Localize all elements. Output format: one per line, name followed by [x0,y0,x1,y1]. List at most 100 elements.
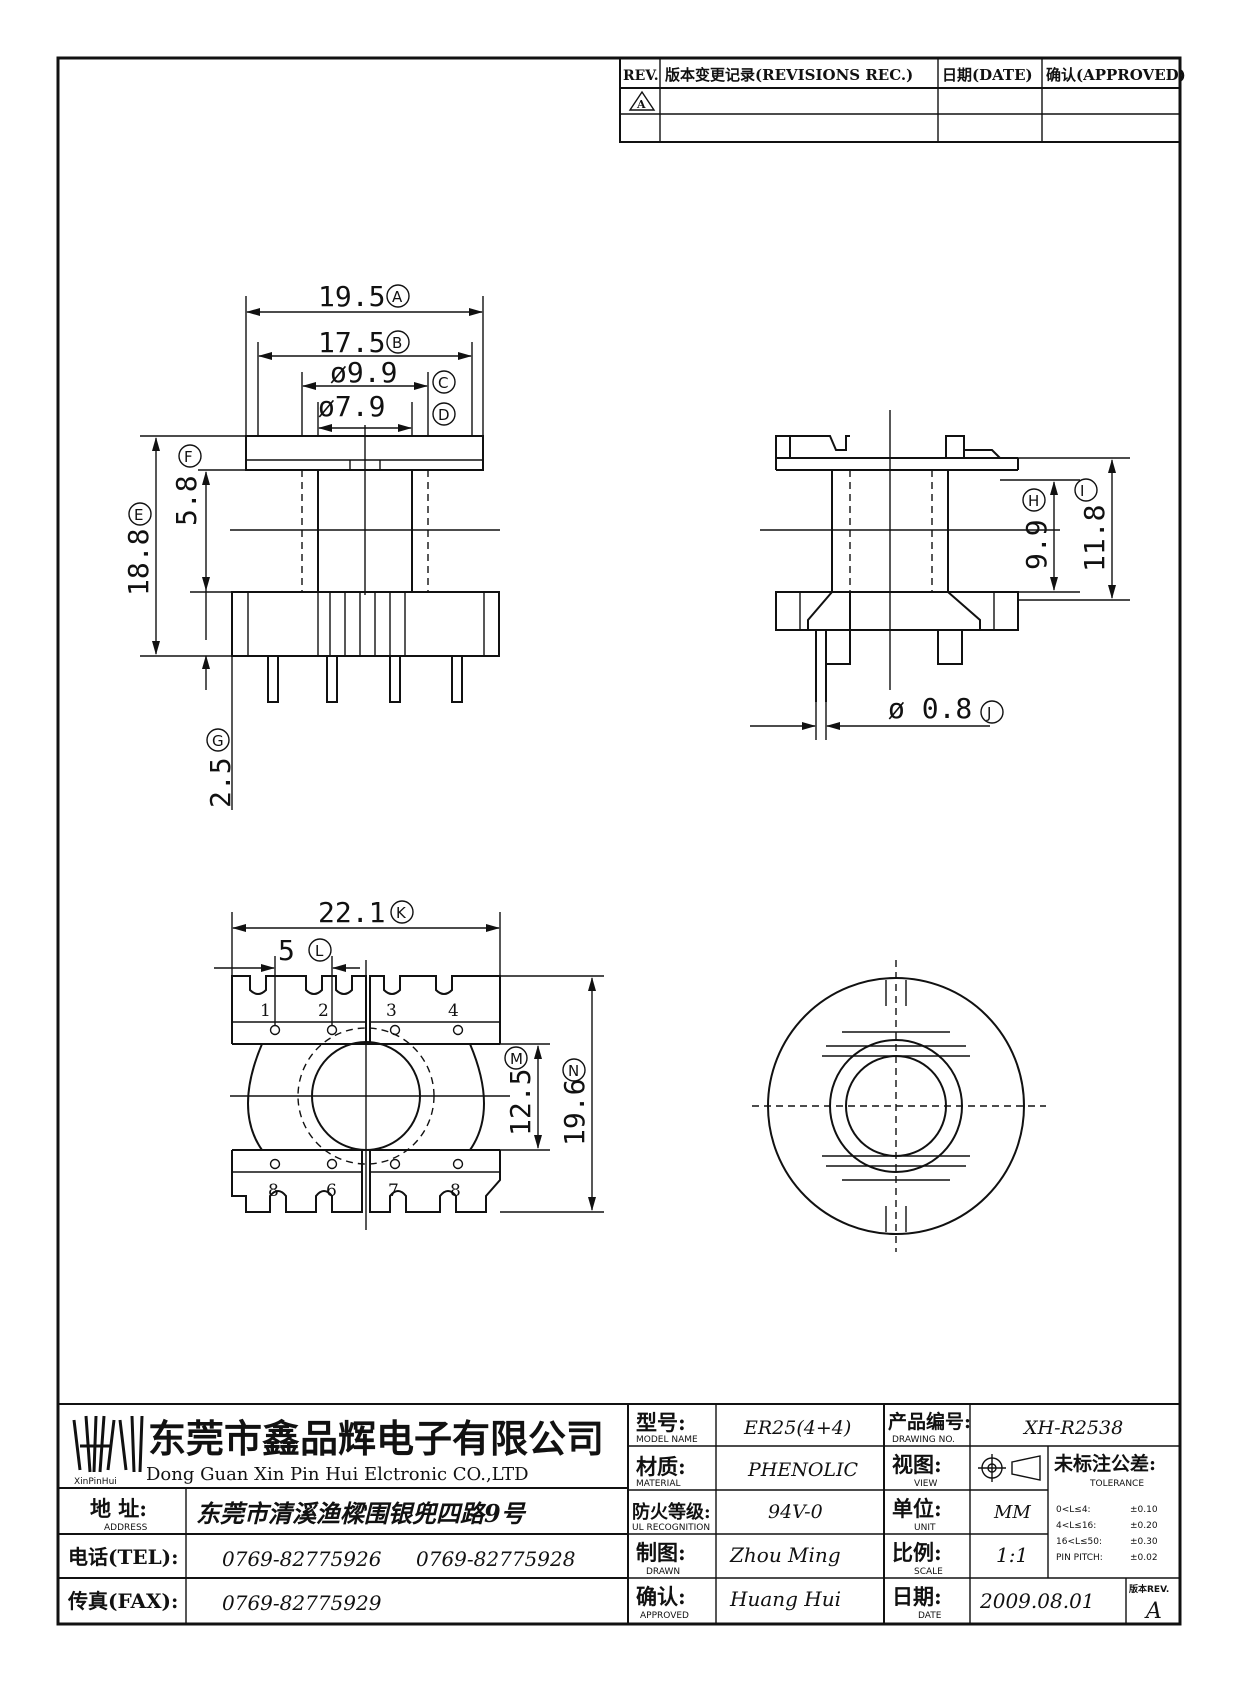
revision-approved-header: 确认(APPROVED) [1046,66,1186,84]
pin-number: 8 [268,1181,279,1201]
side-view: 9.9 H 11.8 I ø 0.8 J [750,410,1130,740]
svg-text:C: C [438,374,448,392]
version-label: 版本REV. [1128,1583,1169,1595]
top-view [752,960,1046,1252]
pin-number: 2 [318,1001,329,1021]
tel-value-2: 0769-82775928 [416,1547,575,1571]
revision-record-header: 版本变更记录(REVISIONS REC.) [665,66,913,84]
svg-text:L: L [315,942,324,960]
dimension-K-value: 22.1 [318,896,385,929]
rev-header: REV. [623,68,659,84]
tolerance-value: ±0.02 [1130,1553,1158,1563]
unit-sublabel: UNIT [914,1523,936,1533]
svg-text:B: B [392,334,402,352]
tel-label: 电话(TEL): [68,1545,179,1569]
approved-sublabel: APPROVED [640,1611,689,1621]
pin-hole [326,1024,338,1036]
pin-hole [269,1158,281,1170]
approved-label: 确认: [636,1584,686,1609]
fire-rating-sublabel: UL RECOGNITION [632,1523,710,1533]
logo-text: XinPinHui [74,1477,117,1487]
dimension-B-value: 17.5 [318,326,385,359]
tolerance-range: PIN PITCH: [1056,1553,1103,1563]
revision-triangle-icon [628,90,656,111]
revision-row-1-rev: A [636,98,646,111]
svg-text:M: M [510,1050,523,1068]
svg-text:H: H [1028,492,1039,510]
scale-value: 1:1 [996,1543,1028,1567]
pin-lead [451,655,463,703]
address-sublabel: ADDRESS [104,1523,148,1533]
pin-number: 7 [388,1181,399,1201]
company-name-cn: 东莞市鑫品辉电子有限公司 [148,1416,604,1461]
fax-value: 0769-82775929 [222,1591,382,1615]
tel-value-1: 0769-82775926 [222,1547,382,1571]
fax-label: 传真(FAX): [67,1589,178,1613]
pin-hole [269,1024,281,1036]
dimension-J-value: ø 0.8 [888,692,972,725]
tolerance-sublabel: TOLERANCE [1089,1479,1144,1489]
dimension-I-value: 11.8 [1078,505,1111,572]
company-name-en: Dong Guan Xin Pin Hui Elctronic CO.,LTD [146,1464,529,1485]
dimension-H-value: 9.9 [1020,519,1053,570]
fire-rating-value: 94V-0 [768,1501,823,1523]
pin-hole [452,1024,464,1036]
dimension-F-value: 5.8 [170,475,203,526]
dimension-D-value: ø7.9 [318,390,385,423]
svg-text:G: G [212,732,224,750]
tolerance-value: ±0.20 [1130,1521,1158,1531]
revision-date-header: 日期(DATE) [942,66,1033,84]
dimension-L-value: 5 [278,934,295,967]
address-label: 地 址: [90,1496,147,1521]
model-label: 型号: [636,1410,686,1435]
pin-number: 6 [326,1181,337,1201]
dimension-E-value: 18.8 [122,529,155,596]
drawing-no-label: 产品编号: [888,1410,971,1433]
svg-text:J: J [986,704,991,722]
pin-hole [452,1158,464,1170]
title-block: XinPinHui 东莞市鑫品辉电子有限公司 Dong Guan Xin Pin… [57,1403,1181,1625]
pin-lead [389,655,401,703]
model-sublabel: MODEL NAME [636,1435,698,1445]
svg-text:F: F [184,448,193,466]
view-label: 视图: [892,1452,942,1477]
tolerance-range: 0<L≤4: [1056,1505,1091,1515]
pin-number: 4 [448,1001,459,1021]
pin-hole [326,1158,338,1170]
pin-number: 1 [260,1001,271,1021]
tolerance-range: 4<L≤16: [1056,1521,1096,1531]
svg-text:E: E [134,506,143,524]
svg-text:A: A [392,288,403,306]
scale-label: 比例: [892,1540,942,1565]
drawn-sublabel: DRAWN [646,1567,680,1577]
approved-by-value: Huang Hui [729,1587,841,1611]
tolerance-range: 16<L≤50: [1056,1537,1102,1547]
company-logo: XinPinHui [72,1415,144,1487]
front-view: 19.5 A 17.5 B ø9.9 C ø7.9 D 18.8 E 5.8 F [122,280,500,810]
dimension-C-value: ø9.9 [330,356,397,389]
dimension-N-value: 19.6 [558,1079,591,1146]
tolerance-value: ±0.30 [1130,1537,1158,1547]
dimension-M-value: 12.5 [504,1069,537,1136]
tolerance-label: 未标注公差: [1053,1452,1156,1475]
address-value: 东莞市清溪渔樑围银兜四路9号 [196,1499,527,1528]
dimension-G-value: 2.5 [204,757,237,808]
date-label: 日期: [892,1584,942,1609]
material-sublabel: MATERIAL [636,1479,681,1489]
unit-label: 单位: [892,1496,942,1521]
svg-text:D: D [438,406,450,424]
material-value: PHENOLIC [747,1459,859,1481]
svg-text:K: K [396,904,407,922]
view-sublabel: VIEW [914,1479,937,1489]
scale-sublabel: SCALE [914,1567,943,1577]
tolerance-value: ±0.10 [1130,1505,1158,1515]
pin-lead [815,630,827,702]
svg-text:N: N [568,1062,579,1080]
unit-value: MM [993,1502,1031,1523]
material-label: 材质: [636,1454,686,1479]
drawn-by-value: Zhou Ming [729,1543,841,1567]
projection-symbol-icon [978,1454,1041,1482]
sheet-border [56,56,1182,1626]
date-sublabel: DATE [918,1611,942,1621]
pin-lead [267,655,279,703]
